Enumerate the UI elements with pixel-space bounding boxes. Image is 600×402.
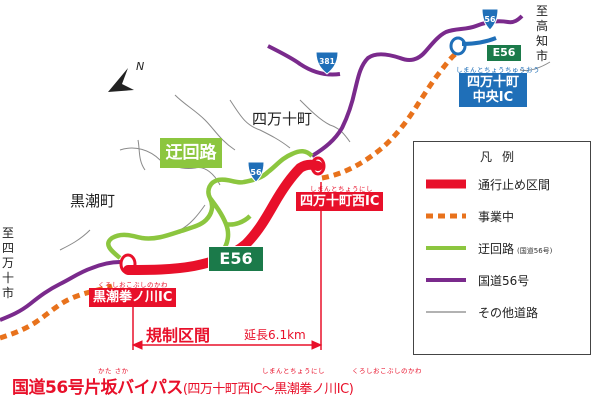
footer-ruby-kuroshio: くろしおこぶしのかわ <box>352 367 422 375</box>
route-56-line-west <box>267 44 341 77</box>
interchange-loop <box>449 36 467 56</box>
interchange-loop <box>119 253 137 275</box>
kochi-direction-label: 至高知市 <box>536 4 549 63</box>
legend-detour-sub: (国道56号) <box>517 247 553 255</box>
legend-label: 通行止め区間 <box>478 178 551 192</box>
legend-title: 凡例 <box>479 150 524 164</box>
legend-label: 事業中 <box>478 210 515 224</box>
shimanto-chuo-ic-ruby: しまんとちょうちゅうおう <box>456 66 540 74</box>
svg-text:N: N <box>136 60 144 73</box>
legend-swatch-closed <box>426 179 466 189</box>
closed-section-line <box>123 159 323 275</box>
legend-item-closed: 通行止め区間 <box>424 174 550 194</box>
legend-label: 国道56号 <box>478 274 530 288</box>
kuroshio-ic-ruby: くろしおこぶしのかわ <box>98 281 168 289</box>
expressway-sign-small: E56 <box>486 44 522 62</box>
expressway-sign-large: E56 <box>208 246 264 272</box>
legend-swatch-construction <box>426 213 466 219</box>
legend-detour-text: 迂回路 <box>478 242 515 256</box>
legend-label: 迂回路(国道56号) <box>478 240 552 257</box>
footer-title-paren: (四万十町西IC～黒潮拳ノ川IC) <box>182 382 354 397</box>
legend-swatch-other <box>426 311 466 313</box>
interchange-loop <box>310 156 326 176</box>
legend-item-route56: 国道56号 <box>424 270 529 290</box>
kuroshio-kenonokawa-ic-label: 黒潮拳ノ川IC <box>89 288 177 307</box>
shimanto-city-direction-label: 至四万十市 <box>2 226 15 300</box>
detour-line <box>106 149 314 260</box>
ic-label-line1: 四万十町 <box>466 75 519 90</box>
footer-ruby-katasaka: かた さか <box>98 367 129 375</box>
legend-item-construction: 事業中 <box>424 206 514 226</box>
legend-label: その他道路 <box>478 306 539 320</box>
shimanto-nishi-ic-label: 四万十町西IC <box>296 192 384 211</box>
legend-item-detour: 迂回路(国道56号) <box>424 238 552 258</box>
footer-title-main: 国道56号片坂バイパス <box>12 378 183 398</box>
svg-text:56: 56 <box>484 15 496 24</box>
under-construction-line <box>0 49 460 341</box>
route-shield-56-upper: 56 <box>481 8 499 31</box>
route-shield-56-mid: 56 <box>247 161 265 183</box>
route-shield-381: 381 <box>315 51 339 75</box>
legend-swatch-detour <box>426 246 466 250</box>
ic-label-line2: 中央IC <box>472 90 514 105</box>
legend-item-other: その他道路 <box>424 302 538 322</box>
kuroshio-town-label: 黒潮町 <box>70 192 116 210</box>
footer-title: 国道56号片坂バイパス(四万十町西IC～黒潮拳ノ川IC) <box>12 373 354 398</box>
restricted-section-label: 規制区間 <box>146 326 211 345</box>
shimanto-town-label: 四万十町 <box>252 110 313 128</box>
detour-label: 迂回路 <box>160 138 222 168</box>
shimanto-chuo-ic-label: 四万十町 中央IC <box>459 73 527 107</box>
north-arrow-icon: N <box>108 60 144 92</box>
expressway-east <box>461 36 497 46</box>
legend-swatch-route56 <box>426 278 466 282</box>
svg-text:56: 56 <box>250 168 262 177</box>
length-label: 延長6.1km <box>244 328 306 342</box>
footer-ruby-shimanto: しまんとちょうにし <box>262 367 325 375</box>
legend: 凡例 通行止め区間 事業中 迂回路(国道56号) 国道56号 その他道路 <box>413 141 591 355</box>
shimanto-nishi-ic-ruby: しまんとちょうにし <box>310 185 373 193</box>
svg-text:381: 381 <box>319 57 335 66</box>
restricted-section-bracket <box>131 182 323 350</box>
